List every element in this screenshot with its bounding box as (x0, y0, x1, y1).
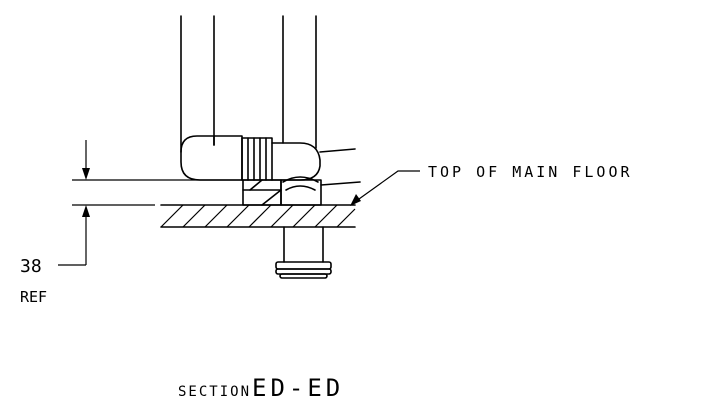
floor-fitting (242, 176, 361, 206)
pipe-left (180, 15, 215, 153)
dimension-value: 38 (20, 256, 42, 277)
coupling (241, 137, 273, 181)
pipe-right (282, 15, 317, 149)
section-name: ED-ED (252, 374, 344, 402)
dimension-38 (58, 140, 243, 266)
floor-leader (350, 170, 420, 206)
main-floor-slab (160, 204, 356, 228)
right-elbow (271, 142, 321, 181)
drain-pipe (275, 226, 332, 279)
dimension-note: REF (20, 288, 47, 306)
floor-label: TOP OF MAIN FLOOR (428, 163, 633, 181)
section-prefix: SECTION (178, 384, 251, 400)
left-elbow (180, 135, 243, 181)
